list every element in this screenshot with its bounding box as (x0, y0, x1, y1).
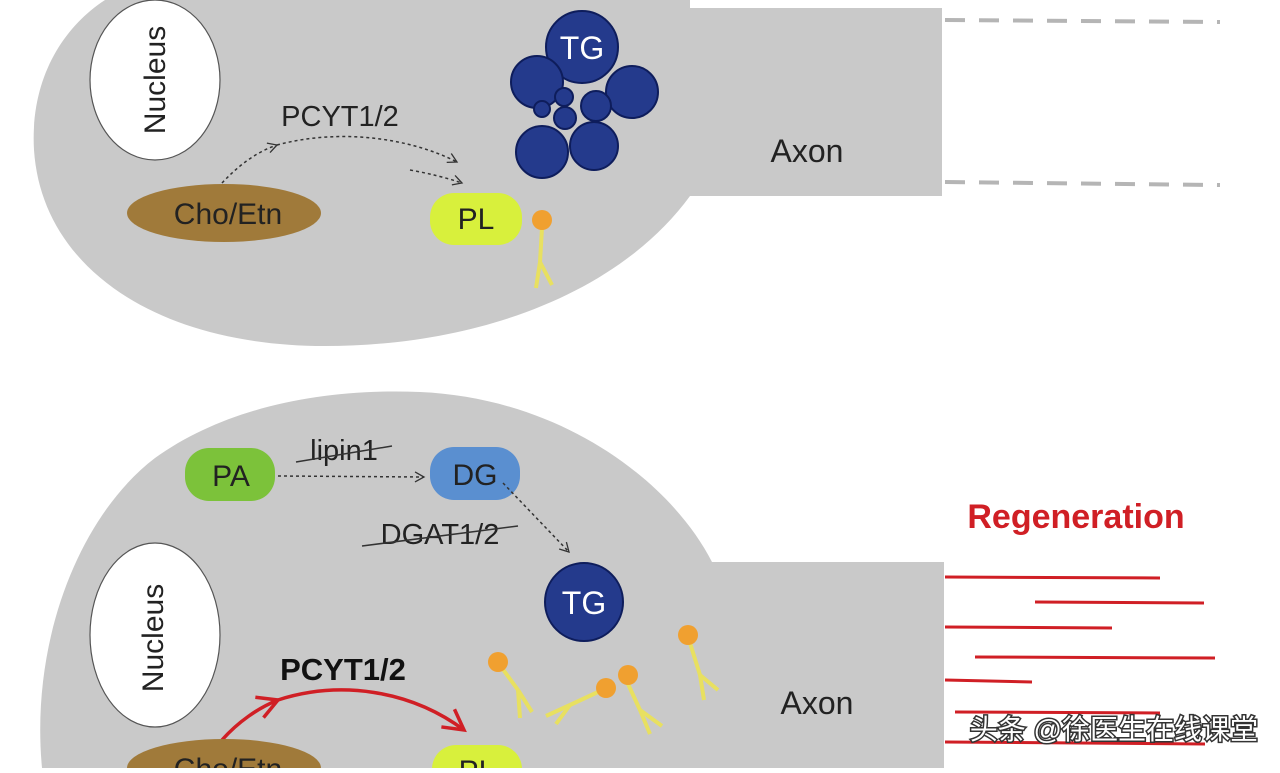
bottom-dgat-label: DGAT1/2 (381, 519, 500, 551)
top-axon-dash-upper (944, 18, 1221, 24)
top-arrow-segment-2 (276, 135, 459, 164)
bottom-pa-label: PA (212, 460, 250, 493)
bottom-red-arrow-segment-1 (220, 695, 282, 742)
top-arrow-segment-1 (221, 142, 279, 184)
bottom-product-label: PL (459, 755, 496, 768)
top-phospholipid (532, 210, 554, 289)
top-axon-label: Axon (771, 133, 844, 169)
bottom-dgat-strike (361, 525, 519, 547)
top-cell-body (33, 0, 943, 346)
bottom-axon-label: Axon (781, 685, 854, 721)
top-droplet-label: TG (560, 30, 604, 66)
bottom-product-pl (432, 745, 522, 773)
bottom-phospholipid-1 (488, 652, 534, 719)
bottom-lipin-strike (295, 445, 393, 463)
bottom-nucleus (89, 542, 221, 728)
top-axon-dash-lower (944, 180, 1221, 187)
bottom-phospholipid-4 (678, 625, 720, 701)
top-nucleus (89, 0, 221, 161)
top-nucleus-label: Nucleus (139, 26, 172, 134)
top-panel: Nucleus Cho/Etn PCYT1/2 PL (33, 0, 1221, 346)
top-arrow-segment-3 (409, 169, 464, 186)
top-product-label: PL (458, 203, 495, 236)
bottom-dg (430, 447, 520, 500)
bottom-phospholipids (488, 625, 720, 735)
bottom-phospholipid-2 (545, 678, 616, 726)
bottom-substrate-cho-etn (127, 739, 321, 773)
bottom-dgat-arrow (502, 482, 570, 553)
top-enzyme-label: PCYT1/2 (281, 101, 399, 133)
bottom-enzyme-label: PCYT1/2 (280, 652, 406, 687)
bottom-tg-droplet (544, 562, 624, 642)
bottom-panel: PA lipin1 DG DGAT1/2 TG Nucleus PCYT1/2 … (40, 391, 1216, 773)
regeneration-label: Regeneration (967, 498, 1184, 536)
bottom-substrate-label: Cho/Etn (174, 753, 282, 768)
bottom-phospholipid-3 (618, 665, 664, 735)
bottom-pa (185, 448, 275, 501)
regeneration-lines (944, 575, 1216, 746)
top-product-pl (430, 193, 522, 245)
bottom-nucleus-label: Nucleus (137, 584, 170, 692)
top-substrate-cho-etn (127, 184, 321, 242)
bottom-dg-label: DG (453, 459, 498, 492)
watermark: 头条 @徐医生在线课堂 (970, 714, 1258, 745)
bottom-lipin-label: lipin1 (310, 435, 378, 467)
top-lipid-droplets (510, 10, 659, 179)
bottom-red-arrow-segment-2 (277, 688, 467, 733)
bottom-lipin-arrow (277, 471, 426, 483)
top-substrate-label: Cho/Etn (174, 198, 282, 231)
bottom-tg-label: TG (562, 585, 606, 621)
